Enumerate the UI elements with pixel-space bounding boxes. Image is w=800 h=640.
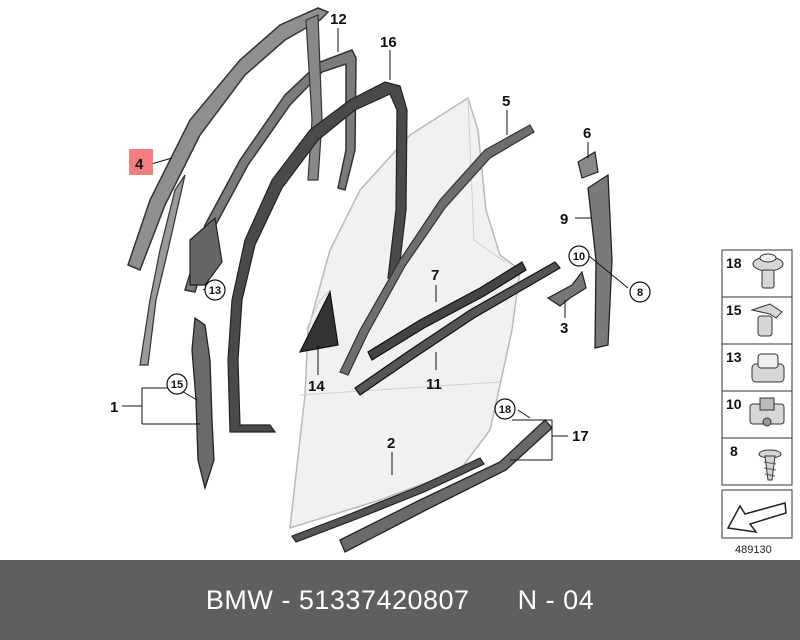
footer-code: N - 04 — [517, 584, 595, 615]
fastener-legend: 18 15 13 10 8 — [721, 249, 793, 539]
part-1-pillar-trim — [191, 316, 215, 491]
callout-6: 6 — [583, 125, 591, 142]
svg-text:15: 15 — [171, 379, 183, 391]
svg-text:10: 10 — [573, 251, 585, 263]
callout-7: 7 — [431, 267, 439, 284]
svg-text:18: 18 — [499, 404, 511, 416]
part-14-mirror-triangle — [298, 290, 339, 353]
callout-16: 16 — [380, 34, 397, 51]
callout-8-circle: 8 — [629, 281, 651, 303]
callout-11: 11 — [426, 376, 442, 393]
callout-4: 4 — [135, 156, 144, 173]
part-9-pillar-cover — [587, 173, 613, 349]
callout-1: 1 — [110, 399, 118, 416]
footer-separator: - — [273, 584, 299, 615]
callout-18-circle: 18 — [494, 398, 516, 420]
clip-18-icon — [752, 253, 784, 289]
leader-lines — [122, 28, 629, 475]
legend-item-10: 10 — [726, 396, 742, 412]
callout-9: 9 — [560, 211, 568, 228]
legend-item-13: 13 — [726, 349, 742, 365]
callout-12: 12 — [330, 11, 347, 28]
part-7-belt-moulding — [367, 261, 527, 361]
part-2-rocker-strip — [291, 457, 485, 543]
legend-item-18: 18 — [726, 255, 742, 271]
part-13-bracket — [189, 216, 223, 286]
svg-text:8: 8 — [637, 287, 643, 299]
part-4-frame-seal — [127, 7, 330, 271]
clip-10-icon — [749, 397, 785, 427]
footer-part-number: 51337420807 — [298, 584, 470, 615]
parts-diagram: 4 12 16 5 6 9 7 11 14 3 1 2 17 13 10 8 1… — [110, 7, 793, 556]
footer-gap — [470, 585, 518, 616]
svg-text:13: 13 — [209, 285, 221, 297]
callout-3: 3 — [560, 320, 568, 337]
callout-4-highlight — [129, 149, 153, 175]
legend-item-15: 15 — [726, 302, 742, 318]
clip-15-icon — [750, 303, 783, 337]
part-12-post — [305, 14, 323, 181]
screw-8-icon — [758, 449, 782, 481]
callout-5: 5 — [502, 93, 510, 110]
arrow-icon — [726, 502, 787, 533]
part-3-clip — [546, 270, 587, 307]
part-11-inner-strip — [354, 261, 561, 396]
legend-item-8: 8 — [730, 443, 738, 459]
part-4-inner-strip — [139, 174, 186, 366]
clip-13-icon — [751, 353, 785, 383]
part-16-door-seal — [227, 81, 408, 433]
callout-13-circle: 13 — [204, 279, 226, 301]
callout-14: 14 — [308, 378, 325, 395]
footer-bar: BMW - 51337420807 N - 04 — [0, 560, 800, 640]
reference-number: 489130 — [735, 544, 772, 556]
callout-15-circle: 15 — [166, 373, 188, 395]
callout-2: 2 — [387, 435, 395, 452]
part-6-cap — [577, 151, 599, 179]
callout-17: 17 — [572, 428, 589, 445]
part-5-window-strip — [339, 124, 535, 376]
footer-brand: BMW — [205, 584, 274, 615]
callout-10-circle: 10 — [568, 245, 590, 267]
door-panel — [289, 96, 521, 530]
